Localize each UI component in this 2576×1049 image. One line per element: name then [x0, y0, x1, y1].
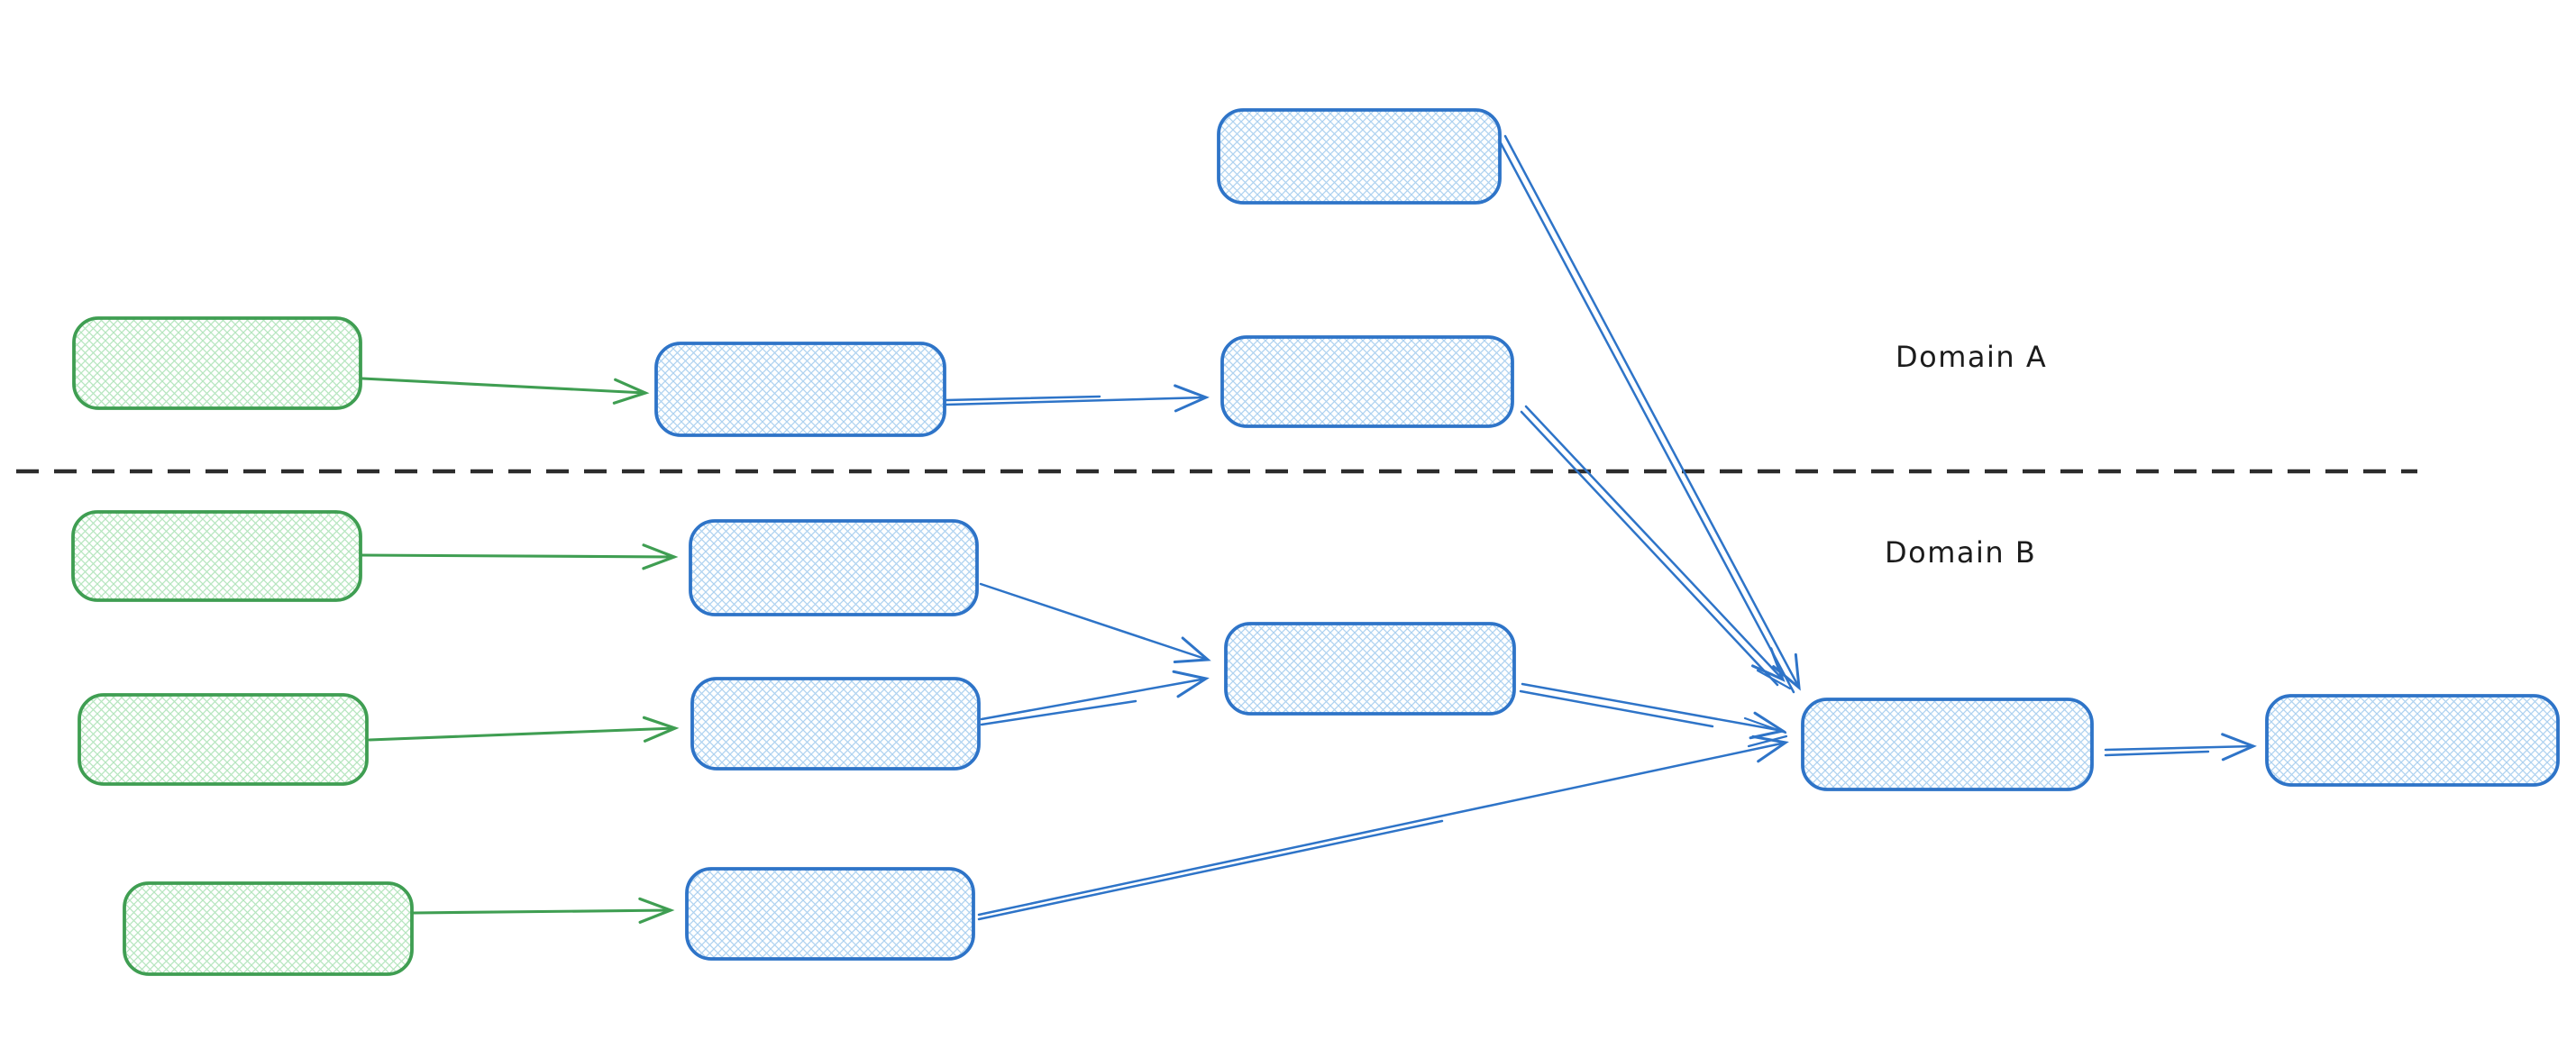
node-a-source-green [72, 316, 362, 410]
arrow-merge-all-to-output [2104, 746, 2253, 755]
node-b-stage-3-blue [685, 867, 975, 961]
arrow-b-merge-to-merge-all [1519, 682, 1783, 731]
arrow-b-stage2-to-b-merge [980, 679, 1206, 726]
arrow-b-stage1-to-b-merge [979, 582, 1211, 664]
node-b-merge-blue [1224, 622, 1516, 716]
node-a-top-blue [1217, 108, 1502, 205]
node-a-stage-2-blue [1220, 335, 1514, 428]
node-b-source-3-green [123, 881, 414, 976]
arrow-b-source2-to-b-stage2 [368, 716, 680, 743]
node-b-source-2-green [78, 693, 369, 786]
node-a-stage-1-blue [654, 342, 946, 437]
arrow-a-source-to-a-stage1 [361, 377, 650, 405]
node-merge-all-blue [1801, 698, 2094, 791]
arrow-b-source3-to-b-stage3 [412, 897, 675, 924]
domain-a-label: Domain A [1895, 340, 2047, 374]
node-b-stage-2-blue [690, 677, 981, 771]
arrow-a-top-to-merge-all [1497, 134, 1799, 692]
node-output-blue [2265, 694, 2560, 787]
arrowhead-scribbles [1743, 669, 1792, 748]
arrow-b-stage3-to-merge-all [977, 743, 1786, 921]
domain-b-label: Domain B [1885, 535, 2036, 570]
node-b-stage-1-blue [689, 519, 979, 616]
arrow-a-stage1-to-a-stage2 [945, 397, 1206, 405]
arrow-b-source1-to-b-stage1 [359, 543, 679, 570]
node-b-source-1-green [71, 510, 362, 602]
arrow-a-stage2-to-merge-all [1520, 405, 1783, 685]
